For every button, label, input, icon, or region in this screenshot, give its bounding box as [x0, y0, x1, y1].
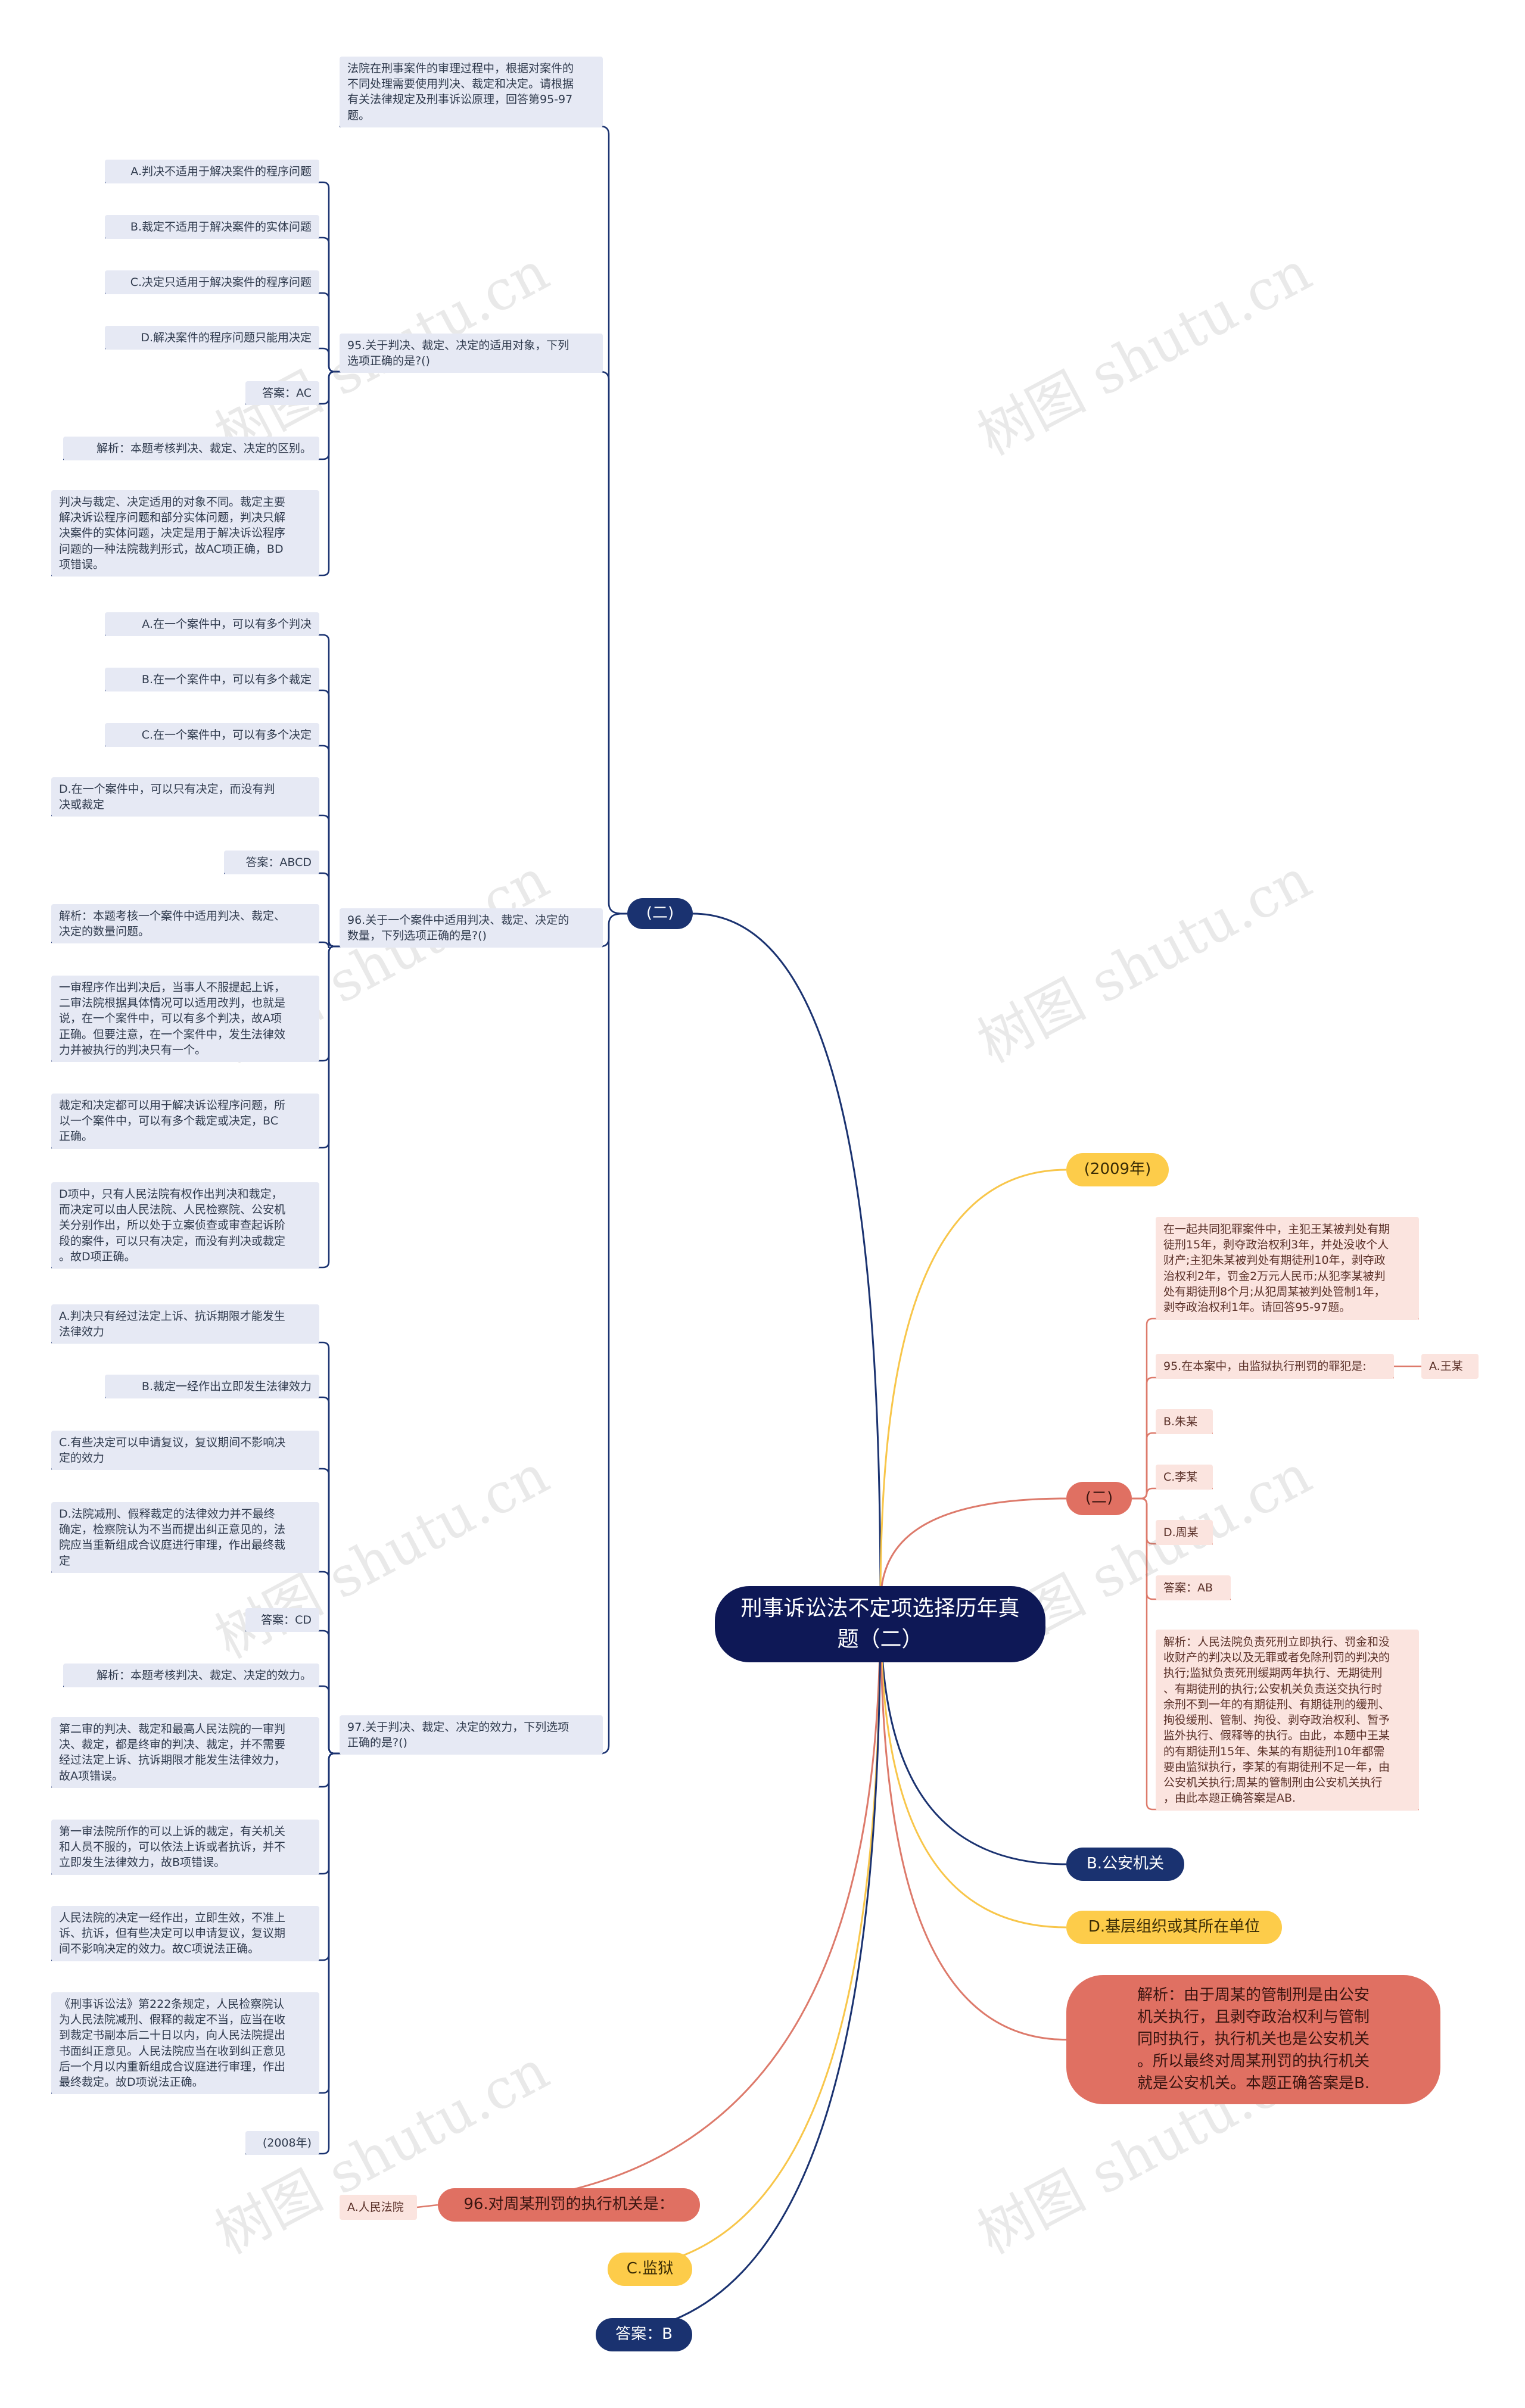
- q97-analysis-b: 第一审法院所作的可以上诉的裁定，有关机关 和人员不服的，可以依法上诉或者抗诉，并…: [51, 1820, 319, 1875]
- left-branch-label[interactable]: (二): [627, 898, 693, 929]
- q97-analysis-c: 人民法院的决定一经作出，立即生效，不准上 诉、抗诉，但有些决定可以申请复议，复议…: [51, 1906, 319, 1961]
- q97-answer: 答案：CD: [245, 1608, 319, 1633]
- final-answer[interactable]: 答案：B: [596, 2318, 692, 2351]
- scenario-text: 在一起共同犯罪案件中，主犯王某被判处有期 徒刑15年，剥夺政治权利3年，并处没收…: [1156, 1217, 1419, 1320]
- q95-option-a: A.判决不适用于解决案件的程序问题: [105, 160, 319, 184]
- left-link: [340, 912, 628, 1755]
- q96-option-c: C.在一个案件中，可以有多个决定: [105, 723, 319, 747]
- right-q95-question: 95.在本案中，由监狱执行刑罚的罪犯是:: [1156, 1354, 1394, 1379]
- leaf-link: [319, 1685, 340, 1755]
- right-link: [1132, 1487, 1156, 1500]
- right-link: [416, 2204, 438, 2208]
- q97-analysis-title: 解析：本题考核判决、裁定、决定的效力。: [63, 1664, 319, 1688]
- q96-question: 96.关于一个案件中适用判决、裁定、决定的 数量，下列选项正确的是?(): [340, 908, 603, 948]
- q96-analysis-title: 解析：本题考核一个案件中适用判决、裁定、 决定的数量问题。: [51, 904, 319, 944]
- q97-option-d: D.法院减刑、假释裁定的法律效力并不最终 确定，检察院认为不当而提出纠正意见的，…: [51, 1502, 319, 1573]
- root-link: [879, 1497, 1067, 1605]
- root-link: [607, 1603, 882, 2270]
- q96-analysis-a: 一审程序作出判决后，当事人不服提起上诉， 二审法院根据具体情况可以适用改判，也就…: [51, 976, 319, 1063]
- q97-analysis-d: 《刑事诉讼法》第222条规定，人民检察院认 为人民法院减刑、假释的裁定不当，应当…: [51, 1992, 319, 2095]
- root-link: [879, 1603, 1067, 1929]
- right-q95-analysis: 解析：人民法院负责死刑立即执行、罚金和没 收财产的判决以及无罪或者免除刑罚的判决…: [1156, 1630, 1419, 1811]
- left-link: [340, 370, 628, 915]
- q97-option-c: C.有些决定可以申请复议，复议期间不影响决 定的效力: [51, 1431, 319, 1471]
- root-link: [879, 1603, 1067, 2041]
- root-link: [437, 1603, 882, 2206]
- q95-answer: 答案：AC: [245, 381, 319, 406]
- q95-question: 95.关于判决、裁定、决定的适用对象，下列 选项正确的是?(): [340, 334, 603, 373]
- root-link: [692, 912, 882, 1605]
- right-link: [1132, 1497, 1156, 1811]
- q97-analysis-a: 第二审的判决、裁定和最高人民法院的一审判 决、裁定，都是终审的判决、裁定，并不需…: [51, 1717, 319, 1788]
- q97-year: (2008年): [245, 2131, 319, 2155]
- q95-analysis: 判决与裁定、决定适用的对象不同。裁定主要 解决诉讼程序问题和部分实体问题，判决只…: [51, 490, 319, 577]
- option-d-grassroots[interactable]: D.基层组织或其所在单位: [1066, 1911, 1282, 1944]
- leaf-link: [319, 945, 340, 1269]
- left-link: [340, 125, 628, 915]
- q96-option-a: A.在一个案件中，可以有多个判决: [105, 612, 319, 637]
- leaf-link: [319, 370, 340, 577]
- right-q95-option-a: A.王某: [1421, 1354, 1479, 1379]
- q97-option-b: B.裁定一经作出立即发生法律效力: [105, 1375, 319, 1399]
- q95-analysis-title: 解析：本题考核判决、裁定、决定的区别。: [63, 437, 319, 461]
- q96-analysis-bc: 裁定和决定都可以用于解决诉讼程序问题，所 以一个案件中，可以有多个裁定或决定，B…: [51, 1094, 319, 1149]
- root-topic[interactable]: 刑事诉讼法不定项选择历年真题（二）: [715, 1586, 1045, 1662]
- right-q96-option-a: A.人民法院: [340, 2195, 417, 2220]
- right-q95-option-c: C.李某: [1156, 1465, 1213, 1490]
- q96-option-d: D.在一个案件中，可以只有决定，而没有判 决或裁定: [51, 777, 319, 817]
- q97-question: 97.关于判决、裁定、决定的效力，下列选项 正确的是?(): [340, 1715, 603, 1755]
- q95-option-b: B.裁定不适用于解决案件的实体问题: [105, 215, 319, 239]
- leaf-link: [319, 1752, 340, 2155]
- root-link: [595, 1603, 882, 2336]
- q95-option-d: D.解决案件的程序问题只能用决定: [105, 326, 319, 350]
- right-link: [1132, 1376, 1156, 1500]
- intro-text: 法院在刑事案件的审理过程中，根据对案件的 不同处理需要使用判决、裁定和决定。请根…: [340, 57, 603, 127]
- q96-answer: 答案：ABCD: [224, 851, 319, 875]
- q96-option-b: B.在一个案件中，可以有多个裁定: [105, 668, 319, 692]
- root-link: [879, 1169, 1067, 1605]
- right-q96-question[interactable]: 96.对周某刑罚的执行机关是：: [438, 2188, 700, 2222]
- option-b-public-security[interactable]: B.公安机关: [1066, 1848, 1184, 1881]
- option-c-prison[interactable]: C.监狱: [608, 2253, 692, 2286]
- right-q95-option-b: B.朱某: [1156, 1409, 1213, 1435]
- right-q95-answer: 答案：AB: [1156, 1575, 1231, 1601]
- year-2009-label[interactable]: (2009年): [1066, 1153, 1169, 1186]
- right-link: [1132, 1317, 1156, 1500]
- right-q95-option-d: D.周某: [1156, 1520, 1213, 1546]
- q96-analysis-d: D项中，只有人民法院有权作出判决和裁定， 而决定可以由人民法院、人民检察院、公安…: [51, 1182, 319, 1269]
- q95-option-c: C.决定只适用于解决案件的程序问题: [105, 270, 319, 295]
- q97-option-a: A.判决只有经过法定上诉、抗诉期限才能发生 法律效力: [51, 1304, 319, 1344]
- final-analysis[interactable]: 解析：由于周某的管制刑是由公安 机关执行，且剥夺政治权利与管制 同时执行，执行机…: [1066, 1975, 1440, 2104]
- right-branch-label[interactable]: (二): [1066, 1482, 1132, 1515]
